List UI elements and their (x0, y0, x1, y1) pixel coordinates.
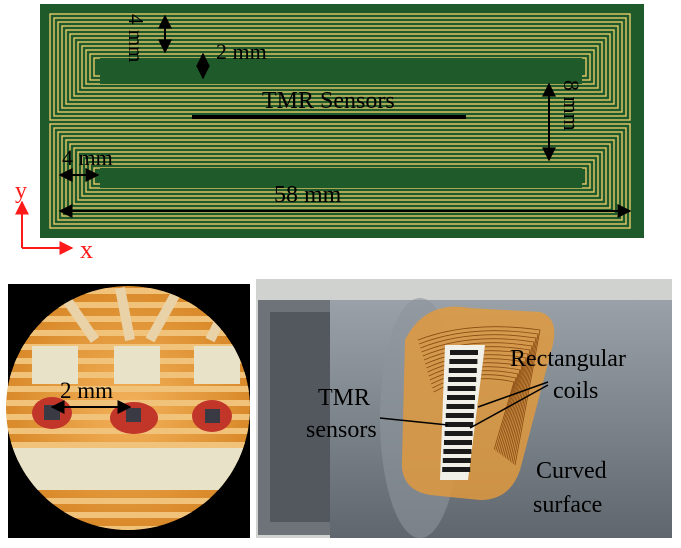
dim-2mm-label: 2 mm (216, 39, 267, 64)
coils-pointer-1 (477, 381, 549, 408)
micro-2mm-label: 2 mm (60, 378, 113, 403)
dim-58mm-label: 58 mm (274, 182, 342, 208)
micro-leads (55, 286, 235, 343)
curved-surface-panel: Rectangular coils TMR sensors Curved sur… (256, 279, 672, 538)
upper-inner-slot (100, 58, 582, 84)
coils-label-line2: coils (553, 378, 598, 404)
micro-bottom-pad (6, 448, 250, 490)
tmr-label-line2: sensors (306, 417, 377, 443)
film-traces (417, 326, 541, 466)
tmr-sensors-label: TMR Sensors (262, 88, 395, 114)
sensor-chips (442, 350, 478, 472)
coils-label-line1: Rectangular (510, 346, 626, 372)
coil-board-panel: 4 mm 2 mm TMR Sensors 8 mm 4 mm 58 mm y … (15, 4, 644, 264)
micro-pad-1 (32, 346, 78, 384)
coils-pointer-2 (469, 384, 549, 429)
tmr-pointer (379, 417, 449, 426)
lower-inner-slot (100, 168, 582, 188)
micro-pad-2 (114, 346, 160, 384)
dim-8mm-label: 8 mm (559, 80, 584, 131)
curved-label-line2: surface (533, 492, 602, 518)
tmr-label-line1: TMR (318, 385, 370, 411)
curved-label-line1: Curved (536, 458, 607, 484)
y-axis-label: y (15, 178, 27, 204)
micro-die-3 (205, 409, 220, 423)
flexible-film (401, 306, 555, 500)
dim-4mm-left-label: 4 mm (62, 145, 113, 170)
microscope-panel: 2 mm (6, 284, 250, 538)
dim-4mm-top-label: 4 mm (124, 14, 148, 62)
micro-pad-3 (194, 346, 240, 384)
micro-die-2 (126, 408, 141, 422)
metal-block-face (270, 312, 340, 522)
x-axis-label: x (80, 235, 93, 264)
